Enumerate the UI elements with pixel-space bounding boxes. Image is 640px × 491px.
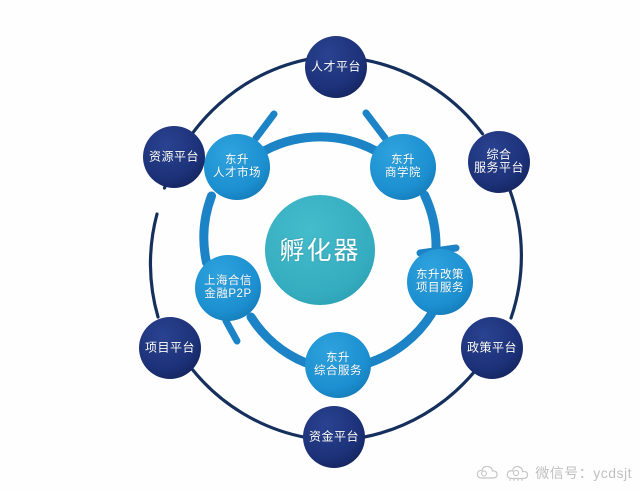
- outer-nodes: [139, 36, 530, 468]
- outer-node-policy-platform[interactable]: [461, 317, 523, 379]
- outer-node-capital-platform[interactable]: [303, 406, 365, 468]
- inner-node-business-school[interactable]: [370, 134, 436, 200]
- outer-node-project-platform[interactable]: [139, 317, 201, 379]
- watermark-text: 微信号：ycdsjt: [535, 465, 632, 481]
- outer-node-talent-platform[interactable]: [305, 36, 367, 98]
- outer-ring-arcs: [148, 57, 523, 440]
- inner-node-talent-market[interactable]: [204, 134, 270, 200]
- inner-node-finance-p2p[interactable]: [195, 255, 261, 321]
- inner-ring-arcs: [199, 132, 441, 367]
- cloud-icon: [477, 465, 498, 479]
- watermark: 微信号：ycdsjt: [475, 463, 632, 483]
- center-node-incubator[interactable]: [265, 195, 375, 305]
- inner-node-policy-project-service[interactable]: [407, 249, 473, 315]
- cloud-icon: [506, 465, 529, 481]
- inner-node-comprehensive-service[interactable]: [305, 332, 371, 398]
- outer-node-comprehensive-service-platform[interactable]: [468, 131, 530, 193]
- inner-nodes: [195, 134, 473, 398]
- outer-node-resource-platform[interactable]: [143, 126, 205, 188]
